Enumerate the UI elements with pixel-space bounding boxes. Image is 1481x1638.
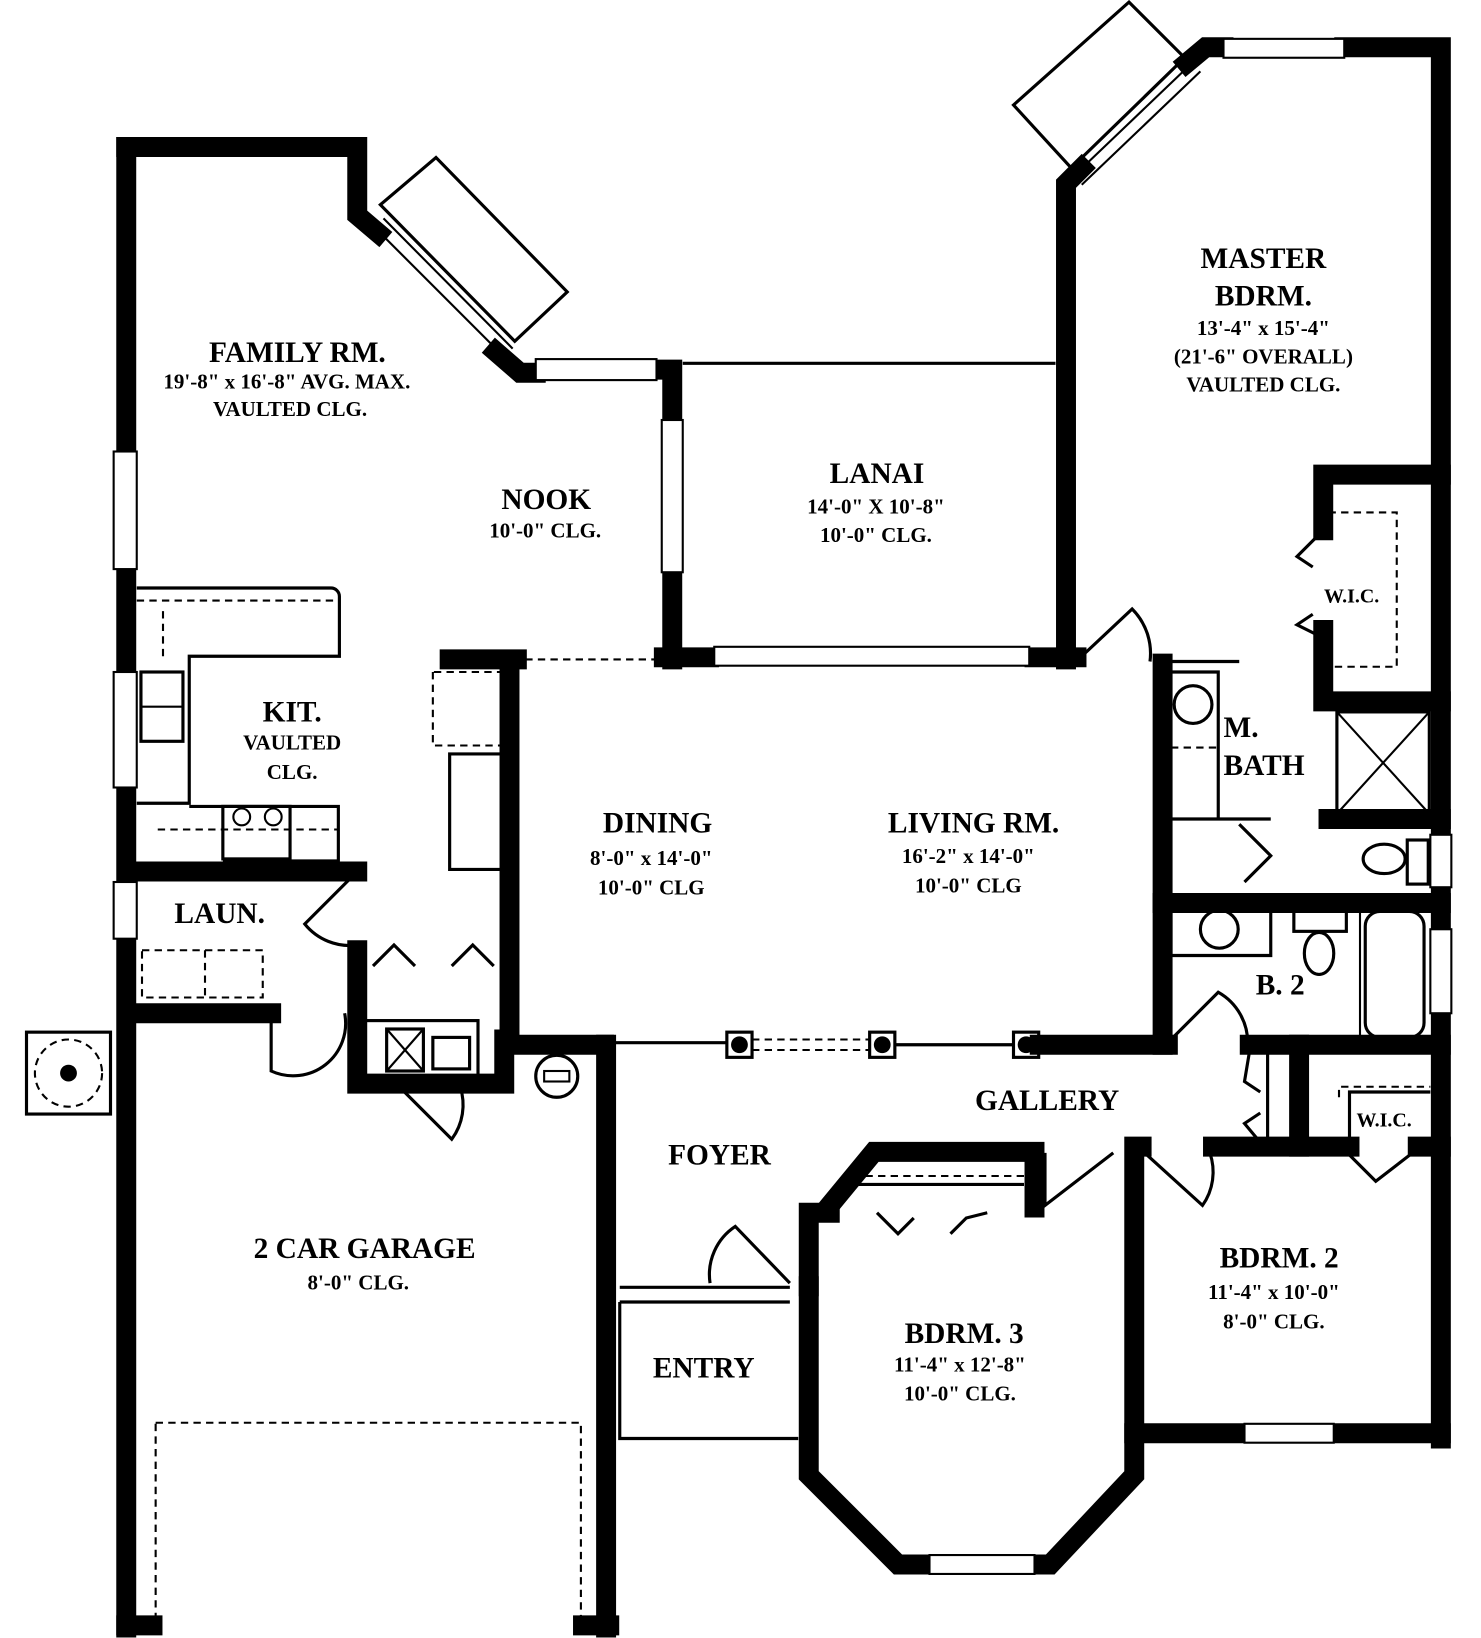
room-label-dining: DINING 8'-0" x 14'-0" 10'-0" CLG xyxy=(590,808,712,900)
room-name: BDRM. 2 xyxy=(1220,1242,1339,1274)
bay-window-family xyxy=(372,155,570,358)
room-label-nook: NOOK 10'-0" CLG. xyxy=(489,484,601,542)
room-label-laundry: LAUN. xyxy=(174,898,265,930)
room-label-bdrm2: BDRM. 2 11'-4" x 10'-0" 8'-0" CLG. xyxy=(1208,1242,1340,1333)
room-name: DINING xyxy=(603,808,713,840)
room-size: 13'-4" x 15'-4" xyxy=(1197,316,1330,340)
room-label-master-wic: W.I.C. xyxy=(1324,586,1379,608)
room-label-kitchen: KIT. VAULTED CLG. xyxy=(243,696,341,784)
room-ceiling: VAULTED xyxy=(243,731,341,755)
room-label-family: FAMILY RM. 19'-8" x 16'-8" AVG. MAX. VAU… xyxy=(163,337,410,421)
fixtures xyxy=(24,511,1431,1633)
room-name: 2 CAR GARAGE xyxy=(254,1233,476,1265)
room-ceiling: 10'-0" CLG. xyxy=(904,1382,1016,1406)
room-size: 16'-2" x 14'-0" xyxy=(902,844,1035,868)
room-name: NOOK xyxy=(501,484,591,516)
room-name: LIVING RM. xyxy=(888,808,1059,840)
room-name: LANAI xyxy=(830,458,925,490)
room-label-gallery: GALLERY xyxy=(975,1085,1119,1117)
room-overall: (21'-6" OVERALL) xyxy=(1174,344,1353,368)
room-ceiling: 10'-0" CLG. xyxy=(820,523,932,547)
gallery-columns xyxy=(725,1030,1041,1059)
room-label-garage: 2 CAR GARAGE 8'-0" CLG. xyxy=(254,1233,476,1295)
room-ceiling: 8'-0" CLG. xyxy=(308,1270,410,1294)
room-name: BDRM. 3 xyxy=(905,1318,1024,1350)
room-size: 11'-4" x 10'-0" xyxy=(1208,1280,1340,1304)
room-ceiling: 10'-0" CLG. xyxy=(489,519,601,543)
room-size: 11'-4" x 12'-8" xyxy=(894,1352,1026,1376)
room-name: BDRM. xyxy=(1215,281,1312,313)
room-size: 8'-0" x 14'-0" xyxy=(590,846,712,870)
room-label-master-bath: M. BATH xyxy=(1224,712,1305,782)
room-name: FAMILY RM. xyxy=(209,337,386,369)
room-ceiling: VAULTED CLG. xyxy=(213,397,367,421)
room-label-foyer: FOYER xyxy=(668,1139,772,1171)
room-label-bdrm2-wic: W.I.C. xyxy=(1357,1110,1412,1132)
room-label-bdrm3: BDRM. 3 11'-4" x 12'-8" 10'-0" CLG. xyxy=(894,1318,1026,1406)
room-name: MASTER xyxy=(1201,243,1327,275)
windows xyxy=(112,37,1453,1575)
room-label-bath2: B. 2 xyxy=(1256,969,1305,1001)
room-ceiling: CLG. xyxy=(267,760,318,784)
room-label-master: MASTER BDRM. 13'-4" x 15'-4" (21'-6" OVE… xyxy=(1174,243,1353,397)
room-name: BATH xyxy=(1224,750,1305,782)
room-name: M. xyxy=(1224,712,1259,744)
room-ceiling: 10'-0" CLG xyxy=(598,876,705,900)
room-size: 14'-0" X 10'-8" xyxy=(807,494,945,518)
room-size: 19'-8" x 16'-8" AVG. MAX. xyxy=(163,370,410,394)
room-ceiling: VAULTED CLG. xyxy=(1186,373,1340,397)
room-label-entry: ENTRY xyxy=(653,1353,755,1385)
room-ceiling: 8'-0" CLG. xyxy=(1223,1309,1325,1333)
room-label-living: LIVING RM. 16'-2" x 14'-0" 10'-0" CLG xyxy=(888,808,1059,898)
doors xyxy=(269,534,1414,1285)
room-label-lanai: LANAI 14'-0" X 10'-8" 10'-0" CLG. xyxy=(807,458,945,547)
room-ceiling: 10'-0" CLG xyxy=(915,874,1022,898)
walls xyxy=(116,37,1451,1638)
room-name: KIT. xyxy=(263,696,322,728)
